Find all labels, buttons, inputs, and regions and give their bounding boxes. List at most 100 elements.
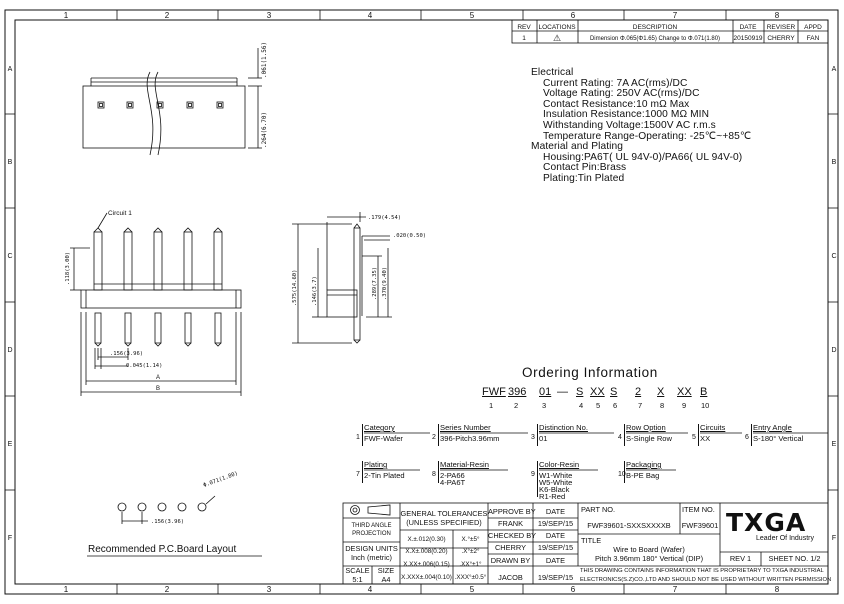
spec-voltage-rating: Voltage Rating: 250V AC(rms)/DC xyxy=(543,88,700,100)
col-label: 2 xyxy=(165,11,170,20)
spec-withstanding-voltage: Withstanding Voltage:1500V AC r.m.s xyxy=(543,119,716,131)
box-value: K6-Black xyxy=(539,485,570,494)
ordering-title: Ordering Information xyxy=(522,365,658,380)
checked-label: CHECKED BY xyxy=(488,531,537,540)
col-label: 1 xyxy=(64,11,69,20)
box-num: 2 xyxy=(432,434,436,441)
code-dash: — xyxy=(557,386,568,398)
rev-date: 20150919 xyxy=(734,35,763,42)
box-value: 01 xyxy=(539,434,548,443)
circuit-label: Circuit 1 xyxy=(108,210,132,217)
col-label: 4 xyxy=(368,585,373,594)
front-view xyxy=(70,212,242,396)
proprietary-notice-1: THIS DRAWING CONTAINS INFORMATION THAT I… xyxy=(580,568,824,574)
reviser-header: REVISER xyxy=(767,24,796,31)
code-row: S xyxy=(576,386,584,398)
ordering-box-material: 8 Material-Resin 2-PA66 4-PA6T xyxy=(432,460,532,491)
box-value: S-Single Row xyxy=(626,434,673,443)
col-label: 6 xyxy=(571,585,576,594)
box-head: Row Option xyxy=(626,423,666,432)
dim-width-b: B xyxy=(156,386,160,392)
tol-linear-2: X.XX±.006(0.15) xyxy=(403,561,450,568)
code-num: 10 xyxy=(701,401,710,410)
col-label: 2 xyxy=(165,585,170,594)
code-num: 9 xyxy=(682,401,687,410)
col-label: 7 xyxy=(673,11,678,20)
tol-angle-2: .XX°±1° xyxy=(459,561,482,568)
code-category: FWF xyxy=(482,386,506,398)
date-label: DATE xyxy=(545,531,566,540)
col-label: 5 xyxy=(470,585,475,594)
dim-pcb-pitch: .156(3.96) xyxy=(151,519,184,525)
spec-contact-resistance: Contact Resistance:10 mΩ Max xyxy=(543,98,690,110)
col-label: 8 xyxy=(775,11,780,20)
row-label: C xyxy=(7,253,12,260)
box-num: 5 xyxy=(692,434,696,441)
description-header: DESCRIPTION xyxy=(633,24,678,31)
ordering-box-circuits: 5 Circuits XX xyxy=(692,423,747,446)
dim-side-total: .575(14.60) xyxy=(292,270,298,306)
box-head: Packaging xyxy=(626,460,662,469)
code-num: 4 xyxy=(579,401,584,410)
ordering-box-packaging: 10 Packaging B-PE Bag xyxy=(618,460,698,483)
box-num: 9 xyxy=(531,471,535,478)
dim-side-body2: .370(9.40) xyxy=(382,267,388,300)
box-head: Plating xyxy=(364,460,388,469)
tol-linear-0: X.±.012(0.30) xyxy=(407,536,446,543)
row-label: A xyxy=(832,66,837,73)
dim-top-height: .061(1.56) xyxy=(261,42,268,78)
col-label: 5 xyxy=(470,11,475,20)
sheet-number: SHEET NO. 1/2 xyxy=(768,554,821,563)
date-header: DATE xyxy=(740,24,758,31)
title-block-grid xyxy=(342,502,829,585)
projection-line2: PROJECTION xyxy=(352,531,391,537)
date-label: DATE xyxy=(545,507,566,516)
drawn-name: JACOB xyxy=(498,573,523,582)
ordering-box-series: 2 Series Number 396-Pitch3.96mm xyxy=(432,423,532,446)
dim-pin-width: 0.045(1.14) xyxy=(126,363,162,369)
box-value: XX xyxy=(700,434,711,443)
appd-header: APPD xyxy=(804,24,822,31)
checked-name: CHERRY xyxy=(494,543,527,552)
date-checked: 19/SEP/15 xyxy=(537,543,574,552)
dim-pcb-hole: Φ.071(1.80) xyxy=(203,471,239,489)
code-series: 396 xyxy=(508,386,527,398)
spec-contact-pin: Contact Pin:Brass xyxy=(543,162,627,174)
date-label: DATE xyxy=(545,556,566,565)
box-head: Circuits xyxy=(700,423,726,432)
code-num: 8 xyxy=(660,401,665,410)
row-label: E xyxy=(8,441,13,448)
col-label: 6 xyxy=(571,11,576,20)
box-value: 4-PA6T xyxy=(440,478,466,487)
code-distinction: 01 xyxy=(539,386,552,398)
box-num: 8 xyxy=(432,471,436,478)
projection-line1: THIRD ANGLE xyxy=(351,523,392,529)
row-ticks xyxy=(5,113,838,491)
tolerance-title2: (UNLESS SPECIFIED) xyxy=(406,518,482,527)
tol-angle-3: .XXX°±0.5° xyxy=(454,574,487,581)
approve-label: APPROVE BY xyxy=(488,507,536,516)
code-plating: 2 xyxy=(635,386,642,398)
dim-side-mid: .289(7.35) xyxy=(372,267,378,300)
ordering-box-row-option: 4 Row Option S-Single Row xyxy=(618,423,698,446)
col-label: 3 xyxy=(267,585,272,594)
box-value: R1-Red xyxy=(539,492,566,501)
row-label: E xyxy=(832,441,837,448)
tol-angle-0: X.°±5° xyxy=(461,536,480,543)
rev-number: REV 1 xyxy=(729,554,752,563)
code-num: 1 xyxy=(489,401,494,410)
design-units-label: DESIGN UNITS xyxy=(345,544,398,553)
ordering-underlines xyxy=(364,432,828,471)
box-head: Material-Resin xyxy=(440,460,489,469)
title-label: TITLE xyxy=(581,536,602,545)
ordering-box-color: 9 Color-Resin W1-White W5-White K6-Black… xyxy=(531,460,621,503)
code-circuits: XX xyxy=(590,386,605,398)
row-label: D xyxy=(7,347,12,354)
col-label: 8 xyxy=(775,585,780,594)
part-no-value: FWF39601-SXXSXXXXB xyxy=(587,521,671,530)
ordering-box-category: 1 Category FWF-Wafer xyxy=(356,423,436,446)
title-line2: Pitch 3.96mm 180° Vertical (DIP) xyxy=(594,554,704,563)
row-label: C xyxy=(831,253,836,260)
box-value: B-PE Bag xyxy=(626,471,660,480)
